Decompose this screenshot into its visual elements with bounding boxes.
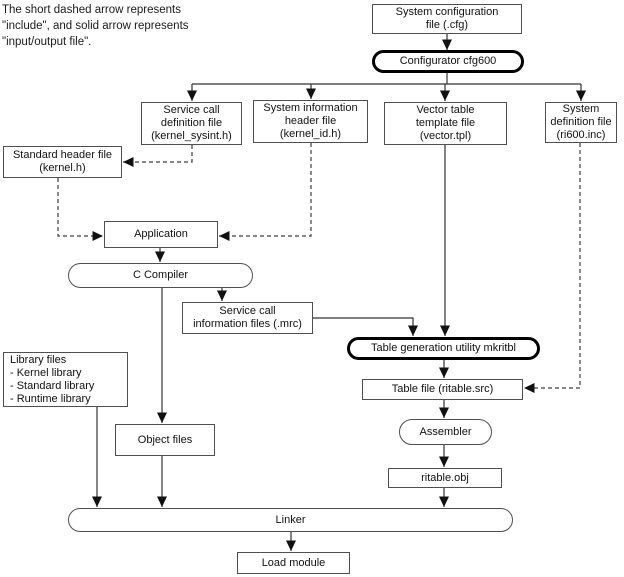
legend-note: The short dashed arrow represents "inclu… xyxy=(2,4,189,48)
node-linker: Linker xyxy=(68,508,513,532)
edge-sysinfo-include-application xyxy=(219,143,312,241)
node-configurator: Configurator cfg600 xyxy=(372,50,524,73)
node-table-file: Table file (ritable.src) xyxy=(362,379,523,400)
node-application: Application xyxy=(104,221,218,248)
node-assembler: Assembler xyxy=(399,419,492,445)
node-table-generation-utility: Table generation utility mkritbl xyxy=(347,337,540,360)
edge-stdheader-include-application xyxy=(57,178,103,241)
node-vector-table-template-file: Vector table template file (vector.tpl) xyxy=(384,102,507,145)
node-ritable-obj: ritable.obj xyxy=(388,468,502,488)
edge-servicecalldef-include-stdheader xyxy=(123,145,193,167)
node-object-files: Object files xyxy=(115,424,215,456)
edge-mrc-to-tablegen xyxy=(313,317,418,336)
node-standard-header-file: Standard header file (kernel.h) xyxy=(3,146,122,178)
node-system-definition-file: System definition file (ri600.inc) xyxy=(545,102,617,143)
node-system-configuration-file: System configuration file (.cfg) xyxy=(372,4,522,34)
node-c-compiler: C Compiler xyxy=(68,263,253,288)
node-service-call-information-files: Service call information files (.mrc) xyxy=(182,302,313,334)
node-service-call-definition-file: Service call definition file (kernel_sys… xyxy=(141,102,242,145)
node-library-files: Library files - Kernel library - Standar… xyxy=(3,352,128,407)
node-load-module: Load module xyxy=(237,552,350,574)
node-system-information-header-file: System information header file (kernel_i… xyxy=(253,100,368,143)
